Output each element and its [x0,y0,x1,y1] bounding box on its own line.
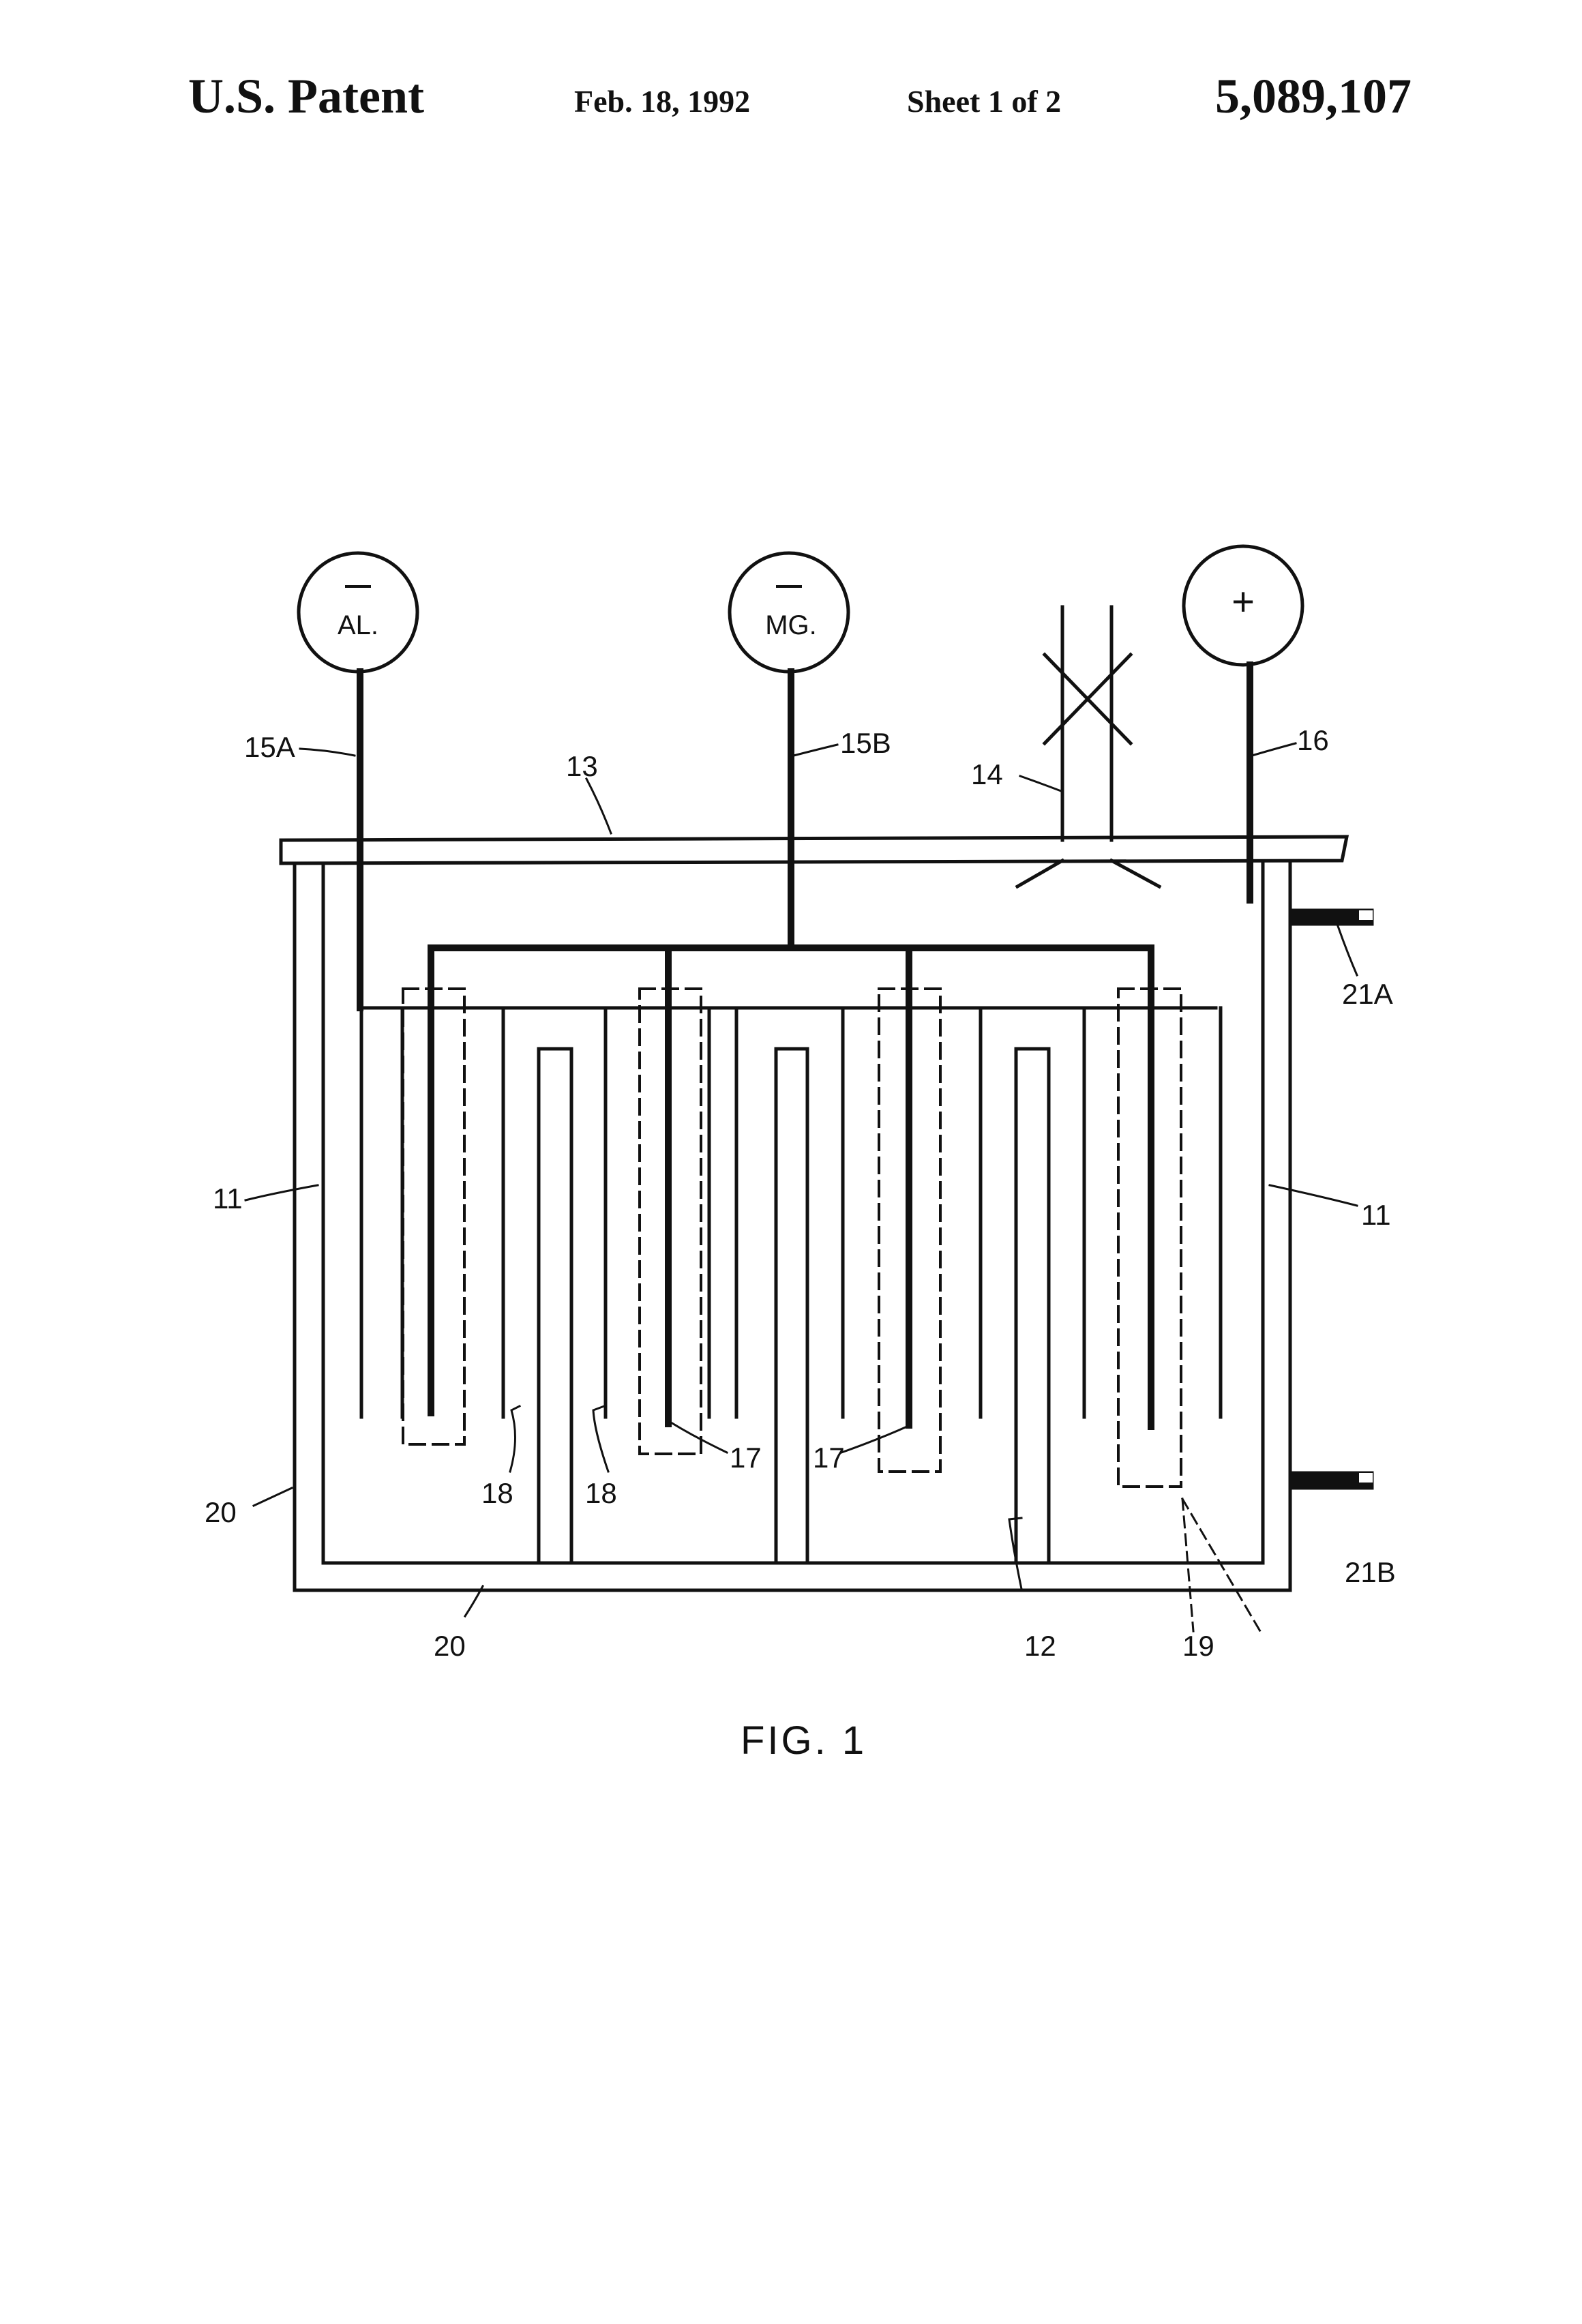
gauge-mg-label: MG. [765,610,817,640]
label-13: 13 [566,750,598,782]
leader-lines [245,743,1357,1631]
label-18-a: 18 [481,1477,513,1509]
label-15b: 15B [840,727,891,759]
port-21a [1290,910,1373,924]
label-20-bottom: 20 [434,1630,466,1662]
outer-container [295,861,1290,1590]
label-18-b: 18 [585,1477,617,1509]
gauge-al-label: AL. [338,610,378,640]
label-11-left: 11 [213,1182,243,1215]
lid [281,837,1347,863]
label-16: 16 [1297,724,1329,756]
label-17-b: 17 [813,1442,845,1474]
label-20-left: 20 [205,1496,237,1528]
label-19: 19 [1182,1630,1214,1662]
label-21a: 21A [1342,978,1393,1010]
thick-busbar [360,665,1250,1427]
port-21b [1290,1473,1373,1488]
label-14: 14 [971,758,1003,790]
dashed-bags [403,989,1181,1487]
label-21b: 21B [1345,1556,1396,1588]
label-17-a: 17 [730,1442,762,1474]
label-11-right: 11 [1361,1199,1391,1231]
folded-plates [361,1008,1221,1417]
label-12: 12 [1024,1630,1056,1662]
figure-caption: FIG. 1 [741,1718,867,1763]
label-15a: 15A [244,731,295,763]
gauge-positive-sign: + [1232,580,1255,624]
